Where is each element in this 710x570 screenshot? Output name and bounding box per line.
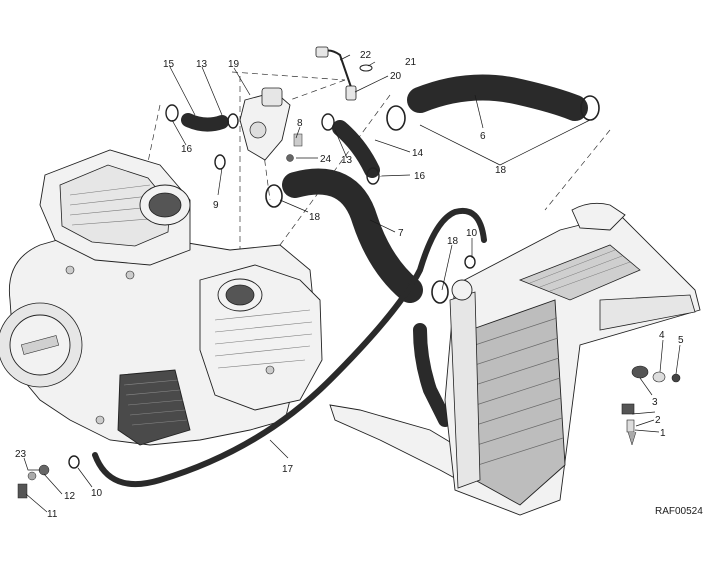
callout-13-center: 13 [341,155,353,166]
callout-1: 1 [660,428,666,439]
callout-10-fitting: 10 [91,488,103,499]
callout-9: 9 [213,200,219,211]
callout-16-left: 16 [181,144,193,155]
callout-4: 4 [659,330,665,341]
callout-18-top: 18 [495,165,507,176]
callout-24: 24 [320,154,332,165]
callout-17: 17 [282,464,294,475]
callout-18-center: 18 [309,212,321,223]
callout-3: 3 [652,397,658,408]
coolant-hoses [92,74,588,488]
temperature-sensor [315,46,373,101]
callout-10-hose: 10 [466,228,478,239]
callout-15: 15 [163,59,175,70]
leader-lines [23,54,681,513]
callout-7: 7 [398,228,404,239]
callout-14: 14 [412,148,424,159]
callout-19: 19 [228,59,240,70]
callout-2: 2 [655,415,661,426]
callout-22: 22 [360,50,372,61]
engine-assembly [0,149,323,446]
callout-23: 23 [15,449,27,460]
radiator-assembly [329,202,701,516]
callout-6: 6 [480,131,486,142]
thermostat-housing [239,87,291,161]
callout-8: 8 [297,118,303,129]
callout-labels: 1 2 3 4 5 6 7 8 9 10 10 11 12 13 13 14 1… [15,50,684,520]
callout-18-right: 18 [447,236,459,247]
callout-16-right: 16 [414,171,426,182]
diagram-code: RAF00524 [655,506,703,517]
callout-20: 20 [390,71,402,82]
callout-13-left: 13 [196,59,208,70]
callout-5: 5 [678,335,684,346]
callout-12: 12 [64,491,76,502]
hose-clamps [68,95,600,469]
mounting-hardware [621,365,681,446]
callout-21: 21 [405,57,417,68]
callout-11: 11 [47,509,58,520]
